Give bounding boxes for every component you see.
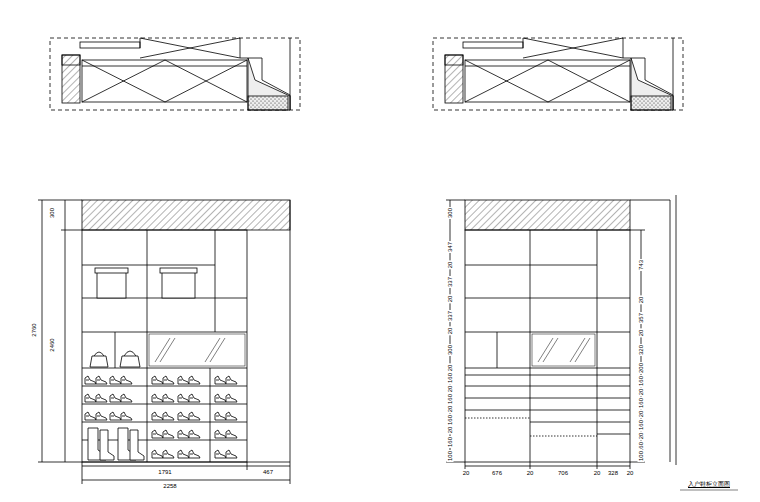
dimension-label: 743: [638, 259, 645, 271]
dimension-label: 160: [447, 372, 454, 384]
dimension-label: 20: [638, 410, 645, 419]
dimension-label: 2460: [49, 337, 56, 352]
dimension-label: 100: [638, 450, 645, 462]
dimension-label: 160: [447, 436, 454, 448]
dimension-label: 20: [462, 470, 471, 477]
dimension-label: 20: [526, 470, 535, 477]
dimension-label: 20: [638, 432, 645, 441]
dimension-label: 1791: [157, 469, 172, 476]
dimension-label: 337: [447, 276, 454, 288]
dimension-label: 160: [638, 419, 645, 431]
dimension-label: 706: [557, 470, 569, 477]
dimension-label: 357: [638, 312, 645, 324]
dimension-label: 328: [607, 470, 619, 477]
dimension-label: 100: [447, 450, 454, 462]
dimension-label: 20: [626, 470, 635, 477]
dimension-label: 20: [593, 470, 602, 477]
dimension-label: 20: [447, 327, 454, 336]
dimension-label: 20: [447, 261, 454, 270]
dimension-label: 20: [638, 296, 645, 305]
dimension-label: 160: [447, 393, 454, 405]
dimension-label: 200: [638, 362, 645, 374]
dimension-label: 676: [491, 470, 503, 477]
drawing-title: 入户鞋柜立面图: [688, 480, 730, 488]
dimension-label: 160: [638, 397, 645, 409]
dimension-label: 2258: [162, 483, 177, 490]
dimension-label: 20: [447, 405, 454, 414]
dimension-label: 160: [447, 414, 454, 426]
dimension-label: 20: [447, 295, 454, 304]
dimension-label: 347: [447, 241, 454, 253]
dimension-label: 2760: [31, 322, 38, 337]
dimension-label: 160: [638, 375, 645, 387]
dimension-label: 300: [49, 207, 56, 219]
dimension-label: 337: [447, 310, 454, 322]
dimension-label: 20: [447, 426, 454, 435]
dimension-label: 20: [638, 388, 645, 397]
dimension-label: 20: [638, 329, 645, 338]
dimension-label: 300: [447, 344, 454, 356]
dimension-label: 467: [262, 469, 274, 476]
dimension-label: 320: [638, 344, 645, 356]
dimension-label: 300: [447, 207, 454, 219]
